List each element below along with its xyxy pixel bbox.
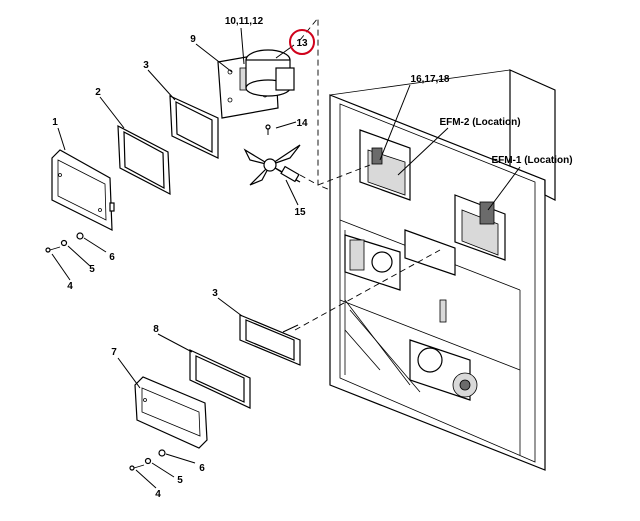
- callout-2: 2: [95, 87, 101, 98]
- callout-14: 14: [296, 118, 308, 129]
- callout-6-top: 6: [109, 252, 115, 263]
- highlight-circle-13: [289, 29, 315, 55]
- fan-motor-assembly: [217, 49, 295, 119]
- efm1-opening: [454, 194, 506, 261]
- fan-blade: [243, 144, 301, 186]
- callout-9: 9: [190, 34, 196, 45]
- callout-1: 1: [52, 117, 58, 128]
- callout-4-bottom: 4: [155, 489, 161, 500]
- callout-8: 8: [153, 324, 159, 335]
- leader-lines: [51, 27, 521, 489]
- lower-cover-7: [134, 376, 208, 449]
- lower-gasket-8: [189, 349, 251, 409]
- callout-3-top: 3: [143, 60, 149, 71]
- callout-15: 15: [294, 207, 306, 218]
- upper-screws: [45, 232, 84, 253]
- upper-cover-1: [51, 149, 115, 231]
- callout-7: 7: [111, 347, 117, 358]
- callout-5-bottom: 5: [177, 475, 183, 486]
- efm1-location-label: EFM-1 (Location): [491, 155, 572, 166]
- screw-14: [265, 124, 271, 135]
- callout-10-11-12: 10,11,12: [225, 16, 264, 27]
- internal-components: [344, 229, 478, 401]
- lower-screws: [129, 449, 166, 471]
- efm2-location-label: EFM-2 (Location): [439, 117, 520, 128]
- callout-13: 13: [296, 38, 308, 49]
- callout-5-top: 5: [89, 264, 95, 275]
- callout-4-top: 4: [67, 281, 73, 292]
- upper-gasket-2: [117, 124, 171, 196]
- callout-6-bottom: 6: [199, 463, 205, 474]
- efm2-opening: [359, 129, 411, 201]
- callout-16-17-18: 16,17,18: [411, 74, 450, 85]
- callout-3-bottom: 3: [212, 288, 218, 299]
- alignment-lines: [282, 16, 441, 333]
- upper-gasket-3: [169, 95, 219, 159]
- lower-gasket-3: [239, 314, 301, 366]
